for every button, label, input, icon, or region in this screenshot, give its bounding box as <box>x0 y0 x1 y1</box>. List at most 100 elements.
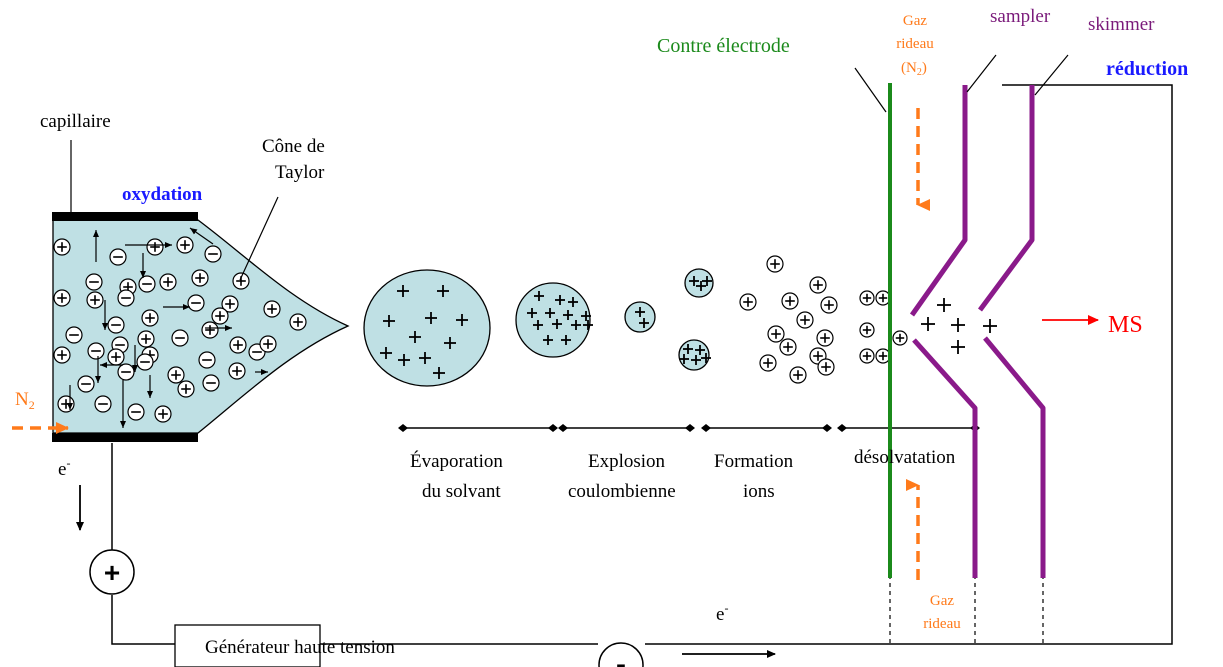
leader-lines <box>70 54 1069 281</box>
positive-ion-icon <box>232 272 250 290</box>
droplet-plus-charge <box>419 352 431 364</box>
positive-ion-icon <box>796 311 814 329</box>
ion-plus-charge <box>951 340 965 354</box>
evaporation-line2: du solvant <box>422 481 501 502</box>
capillary-top-wall <box>52 212 198 221</box>
svg-text:+: + <box>104 557 120 588</box>
negative-ion-icon <box>109 248 127 266</box>
droplet-plus-charge <box>383 315 395 327</box>
negative-ion-icon <box>204 245 222 263</box>
ion-plus-charge <box>983 319 997 333</box>
droplet-plus-charge <box>380 347 392 359</box>
electron-left-label: e- <box>58 456 70 480</box>
negative-ion-icon <box>85 273 103 291</box>
positive-ion-icon <box>53 238 71 256</box>
positive-ion-icon <box>146 238 164 256</box>
positive-ion-icon <box>263 300 281 318</box>
negative-ion-icon <box>127 403 145 421</box>
positive-ion-icon <box>875 348 891 364</box>
skimmer-label: skimmer <box>1088 14 1155 35</box>
negative-ion-icon <box>136 353 154 371</box>
negative-terminal: - <box>598 642 644 667</box>
droplet-plus-charge <box>679 354 689 364</box>
positive-ion-icon <box>739 293 757 311</box>
positive-ion-icon <box>141 309 159 327</box>
droplet-plus-charge <box>568 297 578 307</box>
formation-line1: Formation <box>714 451 794 472</box>
droplet-plus-charge <box>397 285 409 297</box>
droplet-plus-charge <box>702 276 712 286</box>
evaporation-line1: Évaporation <box>410 450 503 472</box>
positive-ion-icon <box>57 395 75 413</box>
high-voltage-generator: Générateur haute tension <box>174 624 395 667</box>
gaz-top-line2: rideau <box>896 36 934 52</box>
negative-ion-icon <box>117 363 135 381</box>
explosion-line2: coulombienne <box>568 481 676 502</box>
generator-label: Générateur haute tension <box>205 637 395 658</box>
negative-ion-icon <box>171 329 189 347</box>
droplet-plus-charge <box>683 344 693 354</box>
positive-ion-icon <box>53 289 71 307</box>
oxydation-label: oxydation <box>122 184 203 205</box>
droplet-plus-charge <box>543 335 553 345</box>
negative-ion-icon <box>87 342 105 360</box>
droplet-plus-charge <box>409 331 421 343</box>
gaz-bottom-line1: Gaz <box>930 593 954 609</box>
droplet-plus-charge <box>571 320 581 330</box>
positive-ion-icon <box>211 307 229 325</box>
capillary-flow-arrows <box>67 227 268 428</box>
droplet-plus-charge <box>444 337 456 349</box>
sampler-label: sampler <box>990 6 1051 27</box>
positive-ion-icon <box>201 321 219 339</box>
reduction-label: réduction <box>1106 58 1188 80</box>
ion-plus-charge <box>921 317 935 331</box>
droplet-plus-charge <box>696 281 706 291</box>
electrode-dashed-extensions <box>889 575 1044 644</box>
ion-plus-charge <box>951 318 965 332</box>
droplet-plus-charge <box>695 345 705 355</box>
positive-ion-icon <box>820 296 838 314</box>
positive-ion-icon <box>809 276 827 294</box>
gaz-top-line3: (N2) <box>901 60 927 78</box>
positive-ion-icon <box>167 366 185 384</box>
positive-ion-icon <box>259 335 277 353</box>
positive-ion-icon <box>859 290 875 306</box>
tiny-droplet-top <box>684 268 714 298</box>
droplet-plus-charge <box>555 295 565 305</box>
droplet-plus-charge <box>581 311 591 321</box>
positive-ion-icon <box>816 329 834 347</box>
positive-ion-icon <box>767 325 785 343</box>
explosion-line1: Explosion <box>588 451 666 472</box>
negative-ion-icon <box>94 395 112 413</box>
tiny-droplet-bottom <box>678 339 710 371</box>
medium-droplet <box>515 282 591 358</box>
positive-ion-icon <box>86 291 104 309</box>
positive-ion-icon <box>229 336 247 354</box>
positive-ion-icon <box>759 354 777 372</box>
negative-ion-icon <box>77 375 95 393</box>
gas-phase-ions <box>739 255 997 384</box>
negative-ion-icon <box>138 275 156 293</box>
capillary-ions <box>53 236 307 423</box>
positive-ion-icon <box>159 273 177 291</box>
droplet-plus-charge <box>545 308 555 318</box>
droplet-plus-charge <box>534 291 544 301</box>
gaz-top-line1: Gaz <box>903 13 927 29</box>
negative-ion-icon <box>117 289 135 307</box>
positive-ion-icon <box>781 292 799 310</box>
positive-ion-icon <box>859 322 875 338</box>
negative-ion-icon <box>198 351 216 369</box>
formation-line2: ions <box>743 481 775 502</box>
positive-ion-icon <box>107 348 125 366</box>
positive-ion-icon <box>859 348 875 364</box>
droplet-plus-charge <box>563 310 573 320</box>
ms-label: MS <box>1108 312 1143 338</box>
positive-ion-icon <box>779 338 797 356</box>
droplet-plus-charge <box>635 307 645 317</box>
skimmer-cone <box>977 85 1046 578</box>
n2-label: N2 <box>15 389 35 412</box>
droplet-plus-charge <box>533 320 543 330</box>
droplet-plus-charge <box>561 335 571 345</box>
droplet-plus-charge <box>456 314 468 326</box>
positive-ion-icon <box>191 269 209 287</box>
